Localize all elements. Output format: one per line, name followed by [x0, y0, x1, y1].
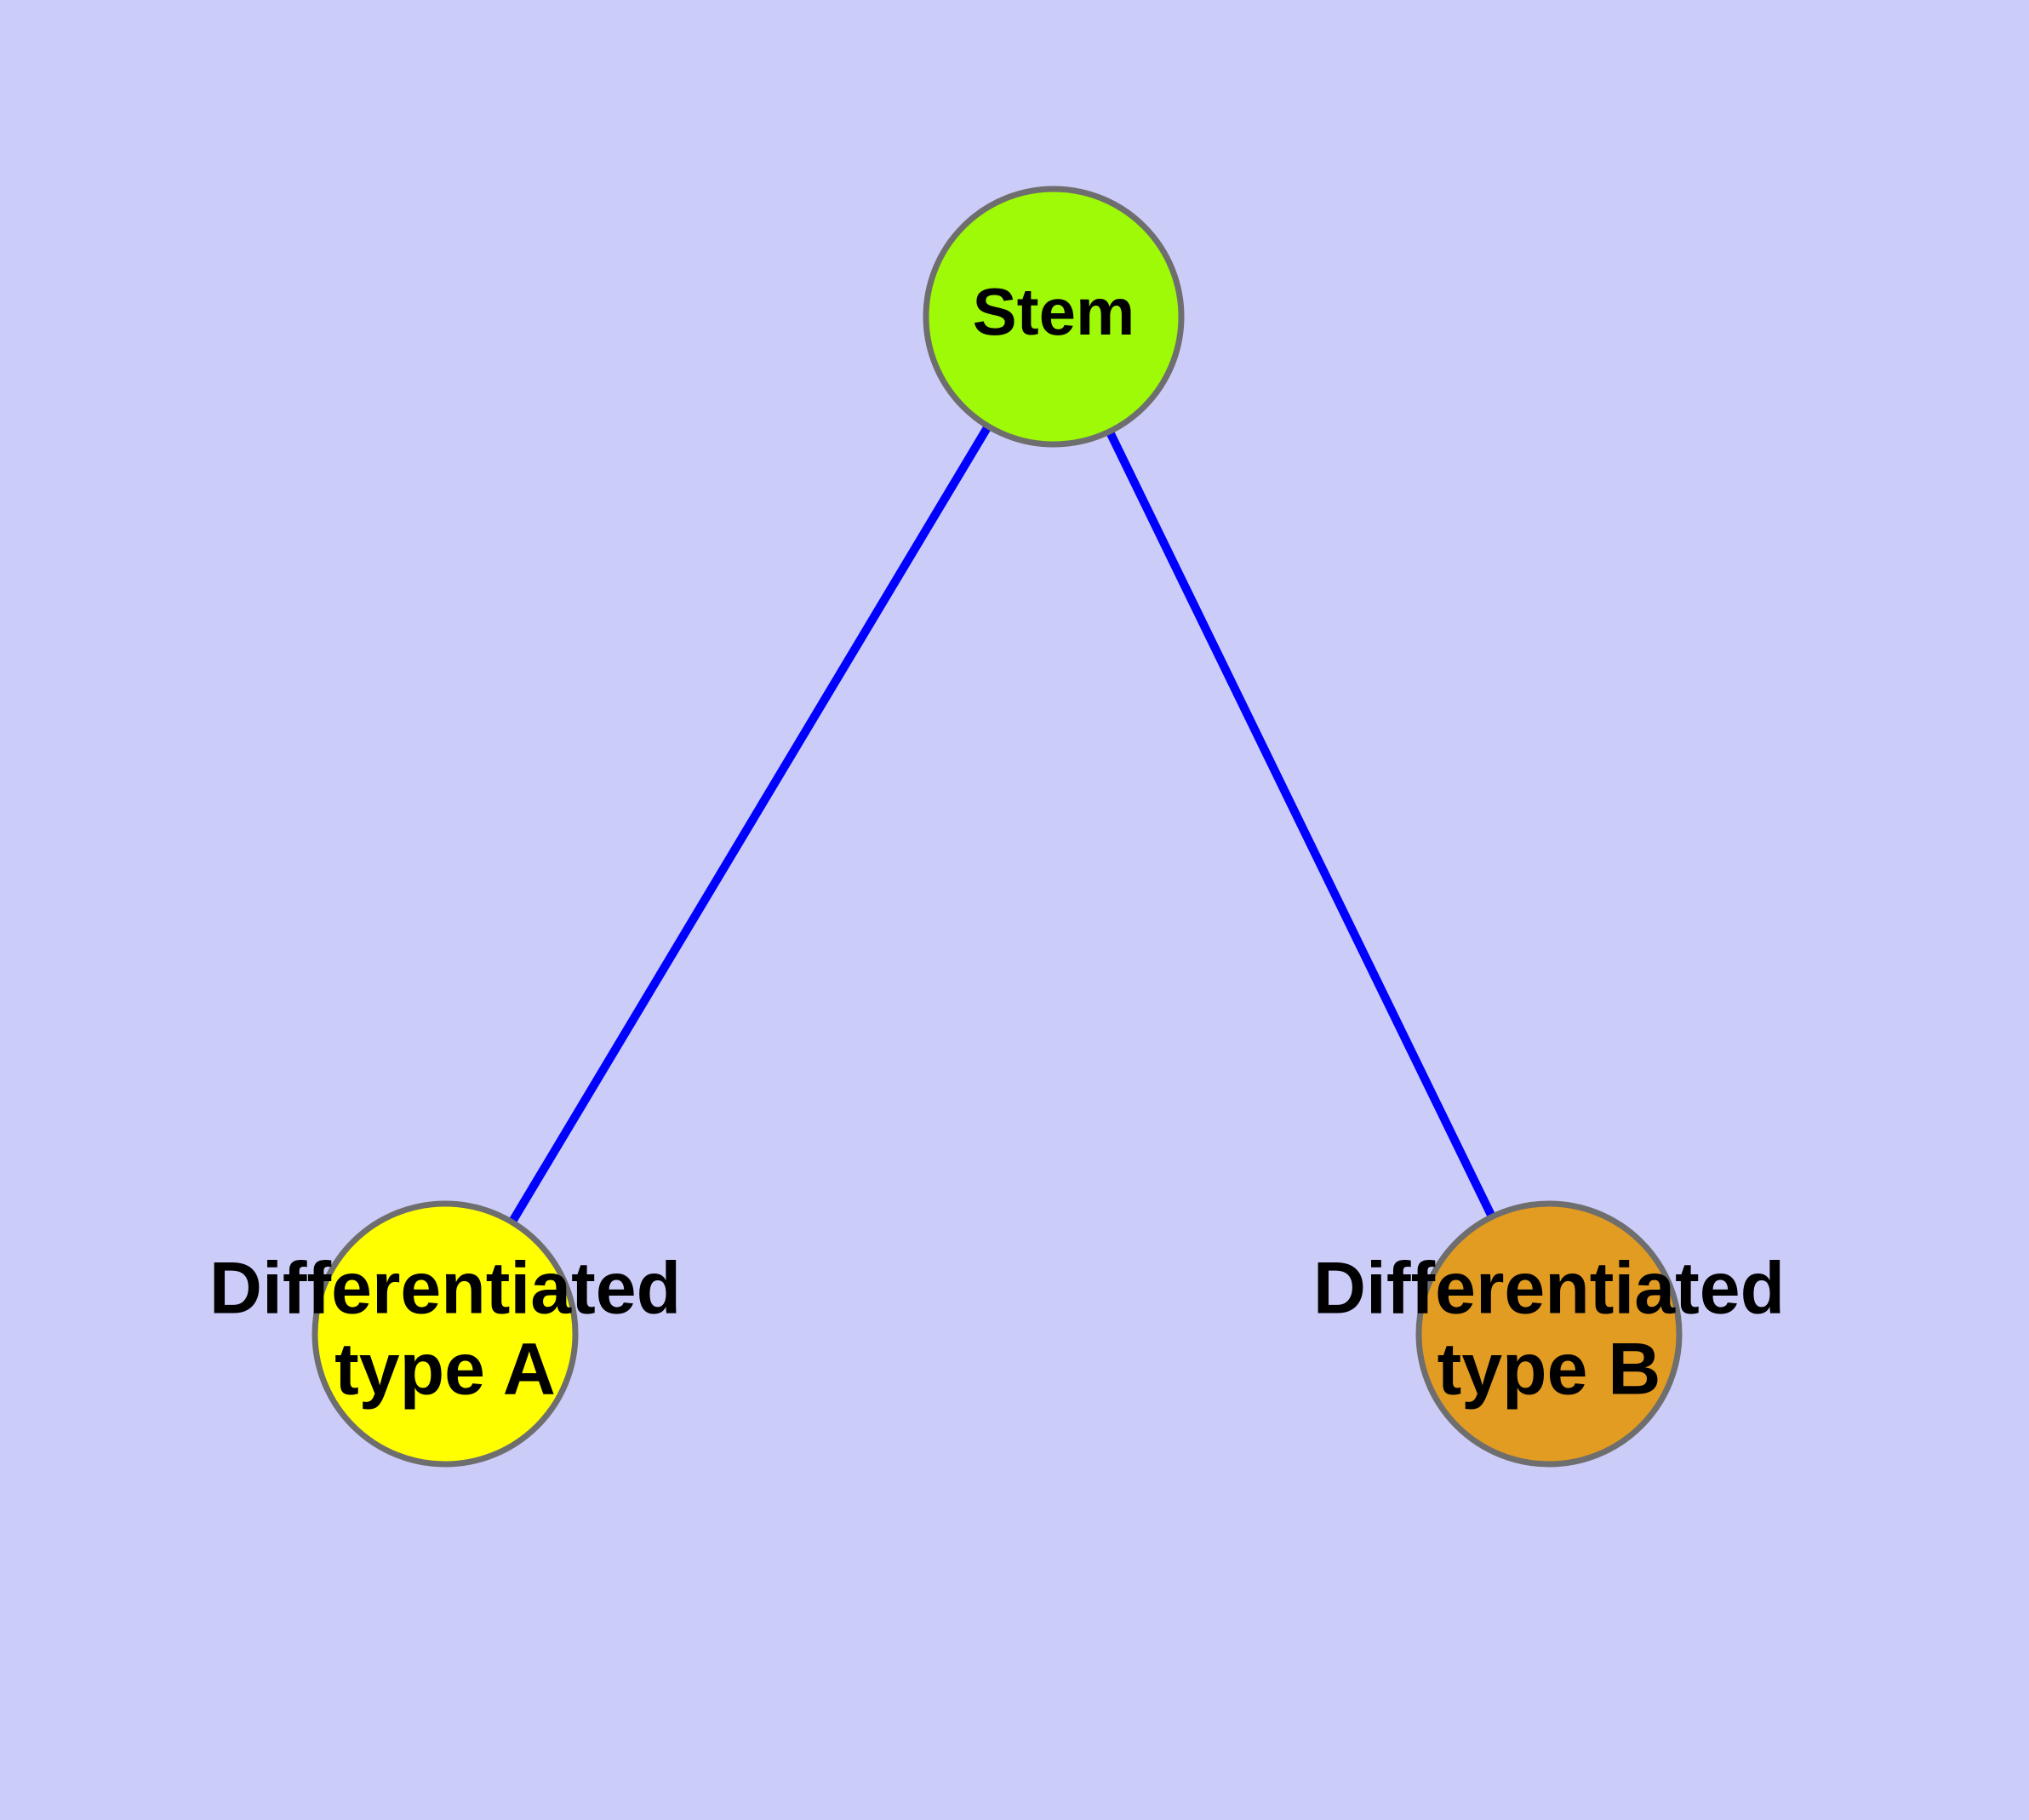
node-circle-diff_b[interactable] — [1415, 1200, 1683, 1468]
edge-layer — [509, 425, 1495, 1223]
node-label-line: Differentiated — [1313, 1247, 1785, 1329]
node-label-line: type A — [334, 1328, 556, 1410]
node-circle-diff_a[interactable] — [311, 1200, 579, 1468]
graph-edge[interactable] — [509, 425, 992, 1223]
node-circle-stem[interactable] — [923, 186, 1185, 448]
node-label-stem: Stem — [973, 274, 1135, 349]
node-label-line: Stem — [973, 274, 1135, 349]
graph-edge[interactable] — [1106, 431, 1495, 1218]
graph-node-stem[interactable]: Stem — [923, 186, 1185, 448]
node-label-line: Differentiated — [209, 1247, 681, 1329]
node-label-line: type B — [1437, 1328, 1661, 1410]
